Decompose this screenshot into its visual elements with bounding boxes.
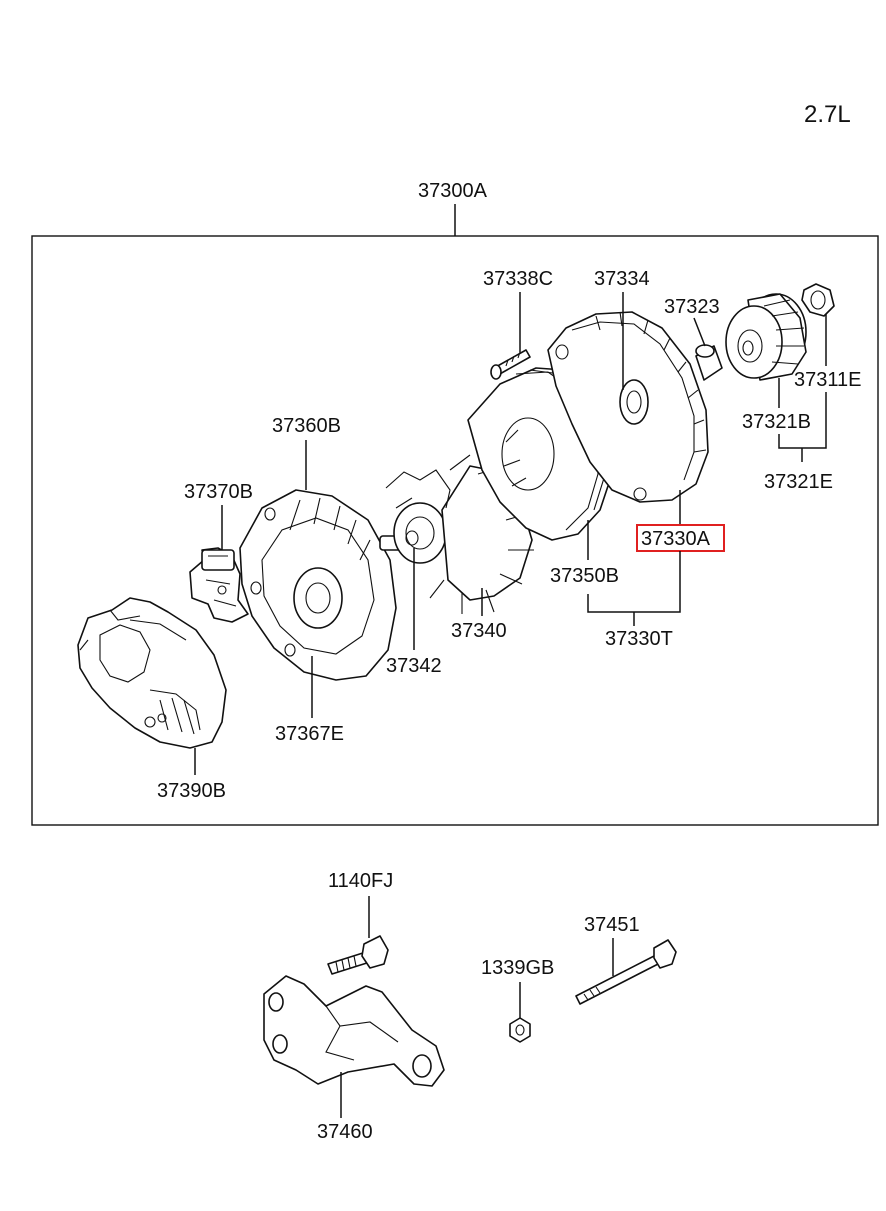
part-label-1339GB[interactable]: 1339GB	[481, 957, 554, 979]
assembly-label[interactable]: 37300A	[418, 180, 488, 202]
mounting-bracket-drawing[interactable]	[263, 975, 445, 1087]
hex-nut-drawing[interactable]	[509, 1017, 531, 1043]
part-label-37350B[interactable]: 37350B	[550, 565, 619, 587]
assembly-frame	[31, 235, 879, 826]
rear-cover-drawing[interactable]	[77, 597, 227, 749]
part-label-37342[interactable]: 37342	[386, 655, 442, 677]
part-label-37451[interactable]: 37451	[584, 914, 640, 936]
leader-37323	[693, 317, 706, 347]
long-bolt-drawing[interactable]	[575, 939, 677, 1005]
front-housing-drawing[interactable]	[547, 311, 709, 503]
part-label-37321E[interactable]: 37321E	[764, 471, 833, 493]
pulley-drawing[interactable]	[725, 293, 807, 381]
part-label-37390B[interactable]: 37390B	[157, 780, 226, 802]
part-label-37321B[interactable]: 37321B	[742, 411, 811, 433]
spacer-drawing[interactable]	[695, 344, 723, 381]
engine-label: 2.7L	[804, 101, 851, 128]
part-label-37340[interactable]: 37340	[451, 620, 507, 642]
part-label-37330T[interactable]: 37330T	[605, 628, 673, 650]
part-label-37370B[interactable]: 37370B	[184, 481, 253, 503]
part-label-1140FJ[interactable]: 1140FJ	[328, 870, 393, 892]
part-label-37323[interactable]: 37323	[664, 296, 720, 318]
regulator-drawing[interactable]	[189, 547, 249, 623]
rear-bracket-drawing[interactable]	[239, 489, 397, 681]
part-label-37311E[interactable]: 37311E	[794, 369, 861, 391]
part-label-37360B[interactable]: 37360B	[272, 415, 341, 437]
part-label-37460[interactable]: 37460	[317, 1121, 373, 1143]
part-label-37334[interactable]: 37334	[594, 268, 650, 290]
part-label-37367E[interactable]: 37367E	[275, 723, 344, 745]
through-bolt-drawing[interactable]	[490, 349, 531, 380]
pulley-nut-drawing[interactable]	[801, 283, 835, 317]
part-label-37338C[interactable]: 37338C	[483, 268, 553, 290]
part-label-37330A[interactable]: 37330A	[641, 528, 711, 550]
bracket-bolt-drawing[interactable]	[327, 935, 389, 975]
